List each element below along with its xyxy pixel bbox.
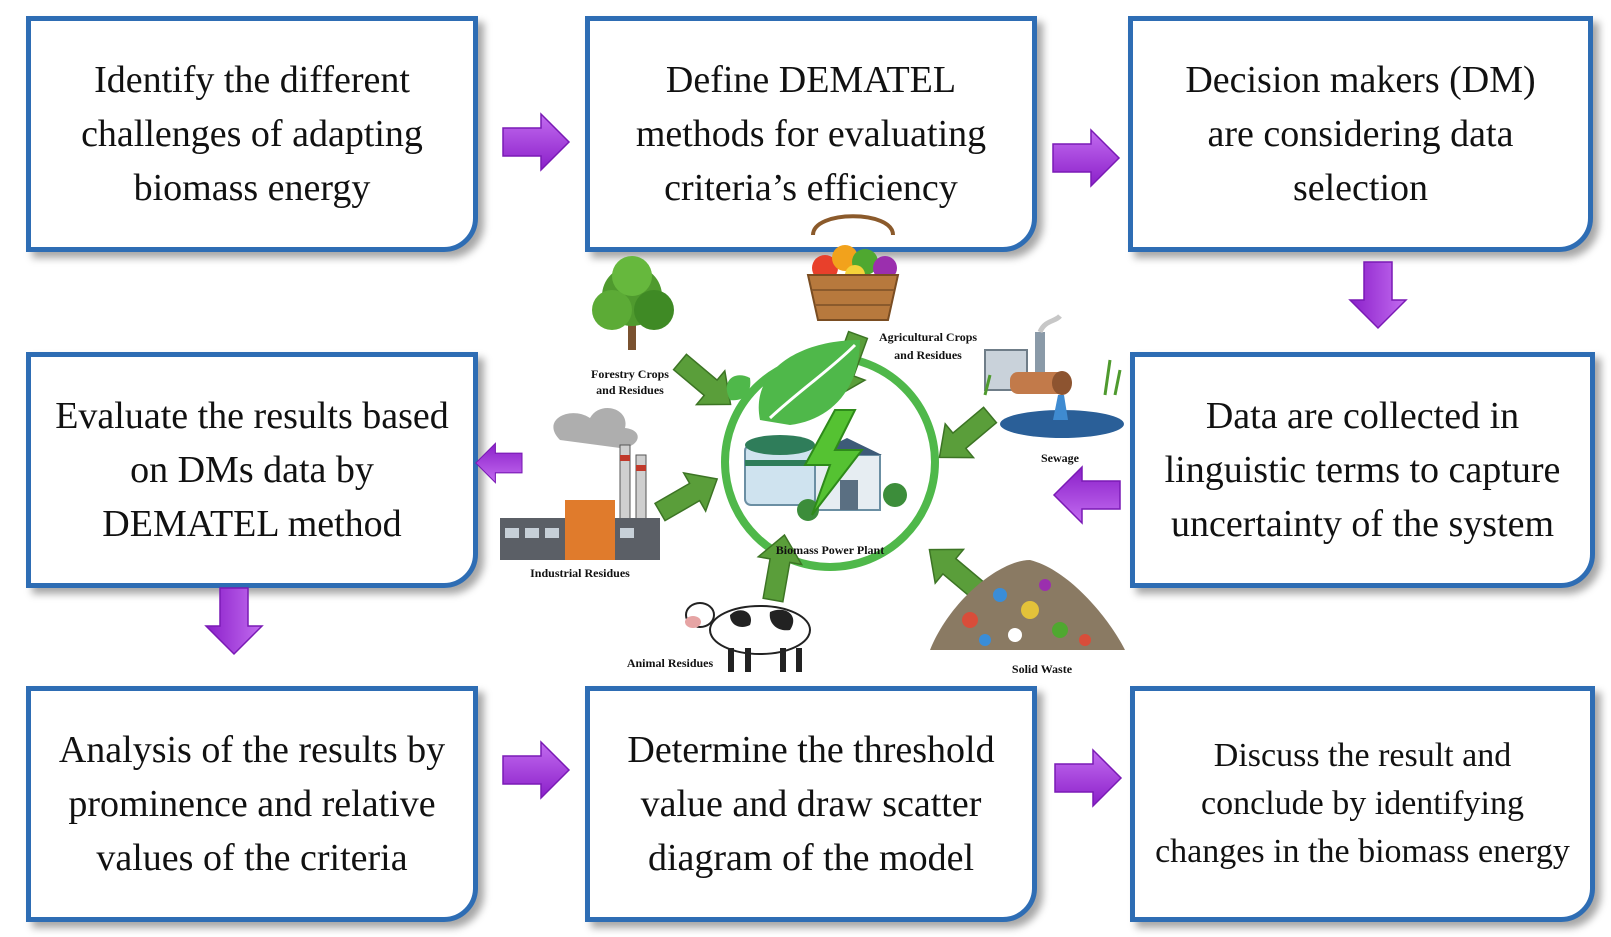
flow-arrow-icon [502, 113, 570, 171]
step-decision-makers: Decision makers (DM) are considering dat… [1128, 16, 1593, 252]
step-text: Determine the threshold value and draw s… [627, 729, 995, 879]
basket-icon [806, 214, 900, 321]
factory-icon [500, 407, 660, 560]
waste-pile-icon [930, 560, 1125, 650]
step-text: Evaluate the results based on DMs data b… [55, 395, 449, 545]
step-text: Analysis of the results by prominence an… [58, 729, 446, 879]
center-title: Biomass Power Plant [776, 543, 884, 557]
step-text: Discuss the result and conclude by ident… [1155, 737, 1570, 870]
step-determine-threshold: Determine the threshold value and draw s… [585, 686, 1037, 922]
flow-arrow-icon [1054, 749, 1122, 807]
tree-icon [592, 256, 674, 350]
lightning-icon [803, 409, 865, 516]
step-evaluate-results: Evaluate the results based on DMs data b… [26, 352, 478, 588]
label-animal: Animal Residues [627, 656, 714, 670]
step-text: Data are collected in linguistic terms t… [1164, 395, 1561, 545]
step-define-dematel: Define DEMATEL methods for evaluating cr… [585, 16, 1037, 252]
flow-arrow-icon [205, 587, 263, 655]
cow-icon [685, 602, 811, 672]
step-analysis-results: Analysis of the results by prominence an… [26, 686, 478, 922]
flow-arrow-icon [1053, 466, 1121, 524]
step-data-collected: Data are collected in linguistic terms t… [1130, 352, 1595, 588]
label-sewage: Sewage [1041, 451, 1080, 465]
flow-arrow-icon [475, 442, 523, 484]
step-text: Decision makers (DM) are considering dat… [1185, 59, 1536, 209]
green-arrow-icon [648, 459, 729, 532]
step-text: Define DEMATEL methods for evaluating cr… [635, 59, 987, 209]
flow-arrow-icon [1349, 261, 1407, 329]
flow-arrow-icon [1052, 129, 1120, 187]
label-solid-waste: Solid Waste [1012, 662, 1073, 676]
sewage-pipe-icon [983, 314, 1124, 438]
step-identify-challenges: Identify the different challenges of ada… [26, 16, 478, 252]
step-discuss-conclude: Discuss the result and conclude by ident… [1130, 686, 1595, 922]
step-text: Identify the different challenges of ada… [81, 59, 423, 209]
flow-arrow-icon [502, 741, 570, 799]
leaf-icon [726, 340, 860, 425]
label-industrial: Industrial Residues [530, 566, 630, 580]
